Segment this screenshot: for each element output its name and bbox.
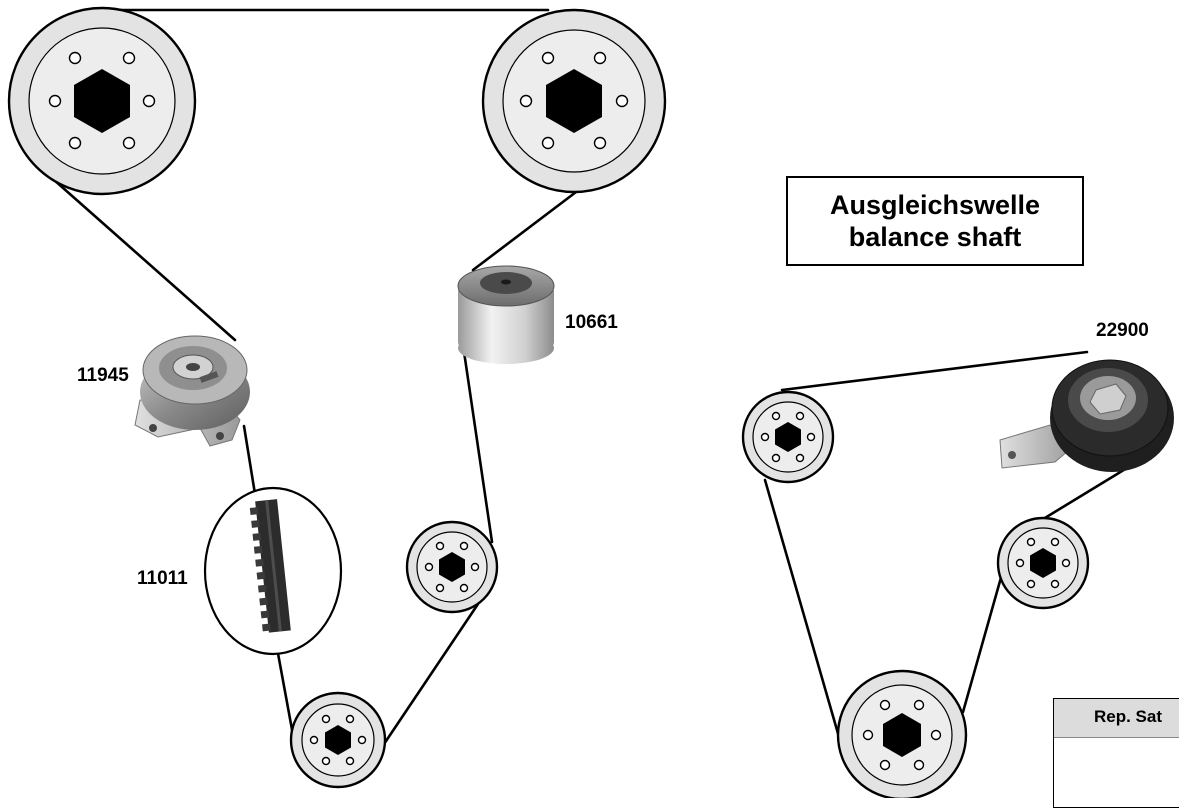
water-pump-pulley: [405, 520, 499, 614]
balance-shaft-belt: [763, 350, 1129, 739]
title-english: balance shaft: [848, 222, 1022, 252]
balance-shaft-pulley: [741, 390, 835, 484]
repair-set-label: Rep. Sat: [1094, 707, 1163, 726]
repair-set-header: Rep. Sat: [1054, 699, 1179, 738]
tensioner-pulley-11945: [134, 335, 250, 447]
idler-pulley-10661: [457, 265, 555, 364]
title-german: Ausgleichswelle: [829, 190, 1041, 220]
part-number-22900: 22900: [1096, 320, 1149, 341]
repair-set-box: Rep. Sat: [1053, 698, 1179, 808]
camshaft-pulley-right: [481, 8, 667, 194]
balance-shaft-idler-pulley: [996, 516, 1090, 610]
tensioner-pulley-22900: [999, 359, 1174, 472]
part-number-11011: 11011: [137, 568, 188, 589]
camshaft-pulley-left: [7, 6, 197, 196]
timing-belt-sample-11011: [203, 486, 343, 656]
balance-shaft-title-box: Ausgleichswelle balance shaft: [786, 176, 1084, 266]
part-number-10661: 10661: [565, 312, 618, 333]
crankshaft-pulley-right: [836, 669, 968, 798]
part-number-11945: 11945: [77, 365, 129, 386]
crankshaft-pulley-left: [289, 691, 387, 789]
